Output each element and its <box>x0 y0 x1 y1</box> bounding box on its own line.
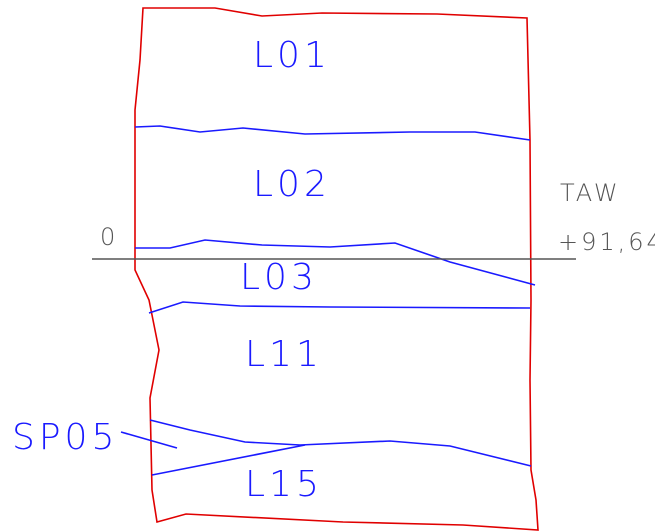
layer-label-l01: L01 <box>253 35 331 76</box>
layer-label-l11: L11 <box>245 334 323 375</box>
layer-label-l03: L03 <box>240 257 318 298</box>
datum-label: TAW <box>560 179 621 207</box>
zero-label: 0 <box>100 223 118 251</box>
layer-label-l02: L02 <box>253 164 331 205</box>
layer-label-l15: L15 <box>245 464 323 505</box>
layer-boundary-l11-l15-lower <box>151 444 306 476</box>
elevation-label: +91,64 <box>558 228 655 256</box>
layer-boundary-l01-l02 <box>134 125 531 141</box>
sample-leader-line <box>120 431 178 449</box>
profile-boundary <box>134 7 539 531</box>
layer-boundary-l11-l15-upper <box>149 419 532 467</box>
layer-boundary-l03-l11 <box>148 301 531 314</box>
sample-label: SP05 <box>12 417 118 458</box>
layer-boundary-l02-l03 <box>135 239 536 286</box>
